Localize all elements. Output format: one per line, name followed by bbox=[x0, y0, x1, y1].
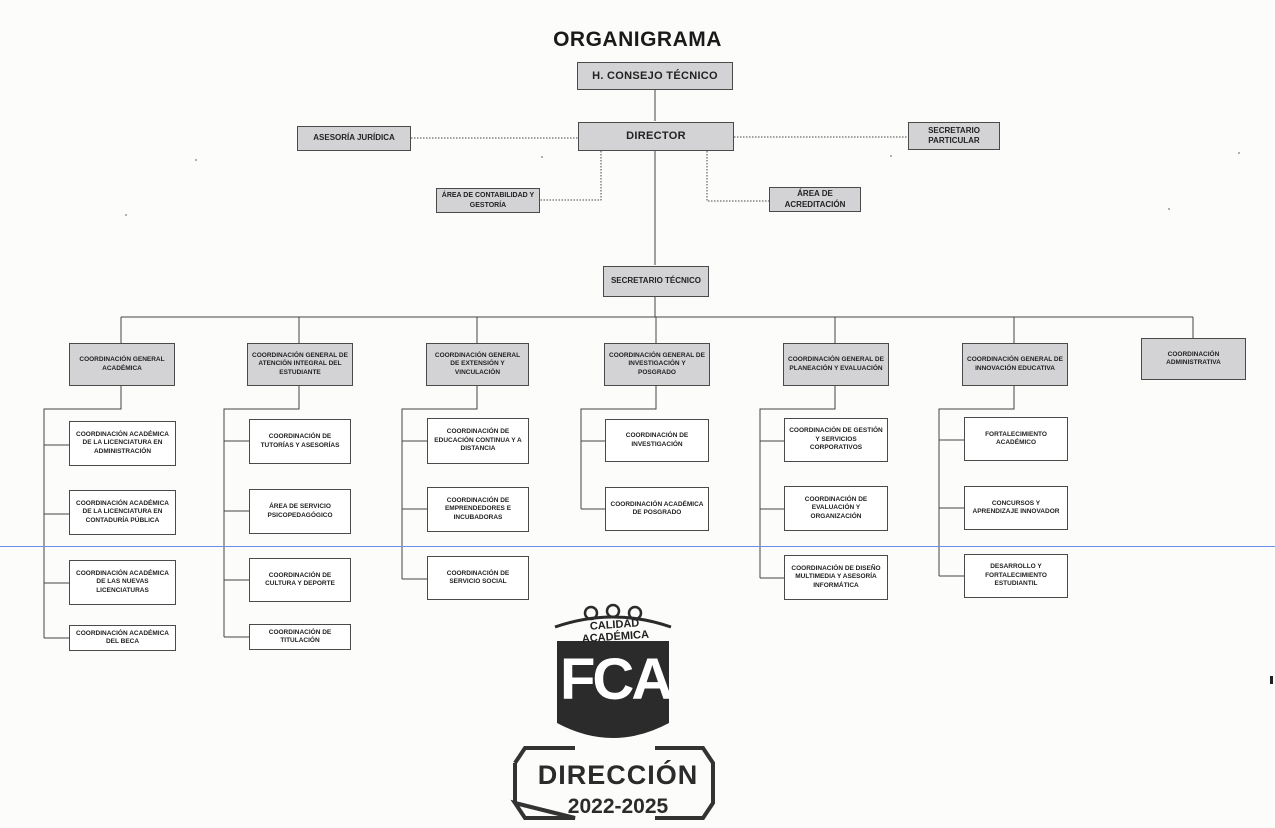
coord-titulacion: COORDINACIÓN DE TITULACIÓN bbox=[249, 624, 351, 650]
stamp-period: 2022-2025 bbox=[567, 795, 669, 818]
coord-nuevas-licenciaturas: COORDINACIÓN ACADÉMICA DE LAS NUEVAS LIC… bbox=[69, 560, 176, 605]
scan-speck bbox=[541, 156, 543, 158]
coord-general-atencion-integral: COORDINACIÓN GENERAL DE ATENCIÓN INTEGRA… bbox=[247, 343, 353, 386]
coord-tutorias: COORDINACIÓN DE TUTORÍAS Y ASESORÍAS bbox=[249, 419, 351, 464]
scan-mark bbox=[1270, 676, 1273, 684]
coord-general-investigacion-posgrado: COORDINACIÓN GENERAL DE INVESTIGACIÓN Y … bbox=[604, 343, 710, 386]
coord-gestion-servicios: COORDINACIÓN DE GESTIÓN Y SERVICIOS CORP… bbox=[784, 418, 888, 462]
fortalecimiento-academico: FORTALECIMIENTO ACADÉMICO bbox=[964, 417, 1068, 461]
desarrollo-fortalecimiento: DESARROLLO Y FORTALECIMIENTO ESTUDIANTIL bbox=[964, 554, 1068, 598]
coord-posgrado: COORDINACIÓN ACADÉMICA DE POSGRADO bbox=[605, 487, 709, 531]
scan-speck bbox=[1238, 152, 1240, 154]
coord-general-extension-vinculacion: COORDINACIÓN GENERAL DE EXTENSIÓN Y VINC… bbox=[426, 343, 529, 386]
fca-direccion-stamp bbox=[510, 603, 715, 820]
coord-lic-contaduria: COORDINACIÓN ACADÉMICA DE LA LICENCIATUR… bbox=[69, 490, 176, 535]
coord-general-academica: COORDINACIÓN GENERAL ACADÉMICA bbox=[69, 343, 175, 386]
consejo-tecnico-box: H. CONSEJO TÉCNICO bbox=[577, 62, 733, 90]
stamp-logo: FCA bbox=[560, 647, 673, 712]
coord-servicio-social: COORDINACIÓN DE SERVICIO SOCIAL bbox=[427, 556, 529, 600]
coord-investigacion: COORDINACIÓN DE INVESTIGACIÓN bbox=[605, 419, 709, 462]
coord-cultura-deporte: COORDINACIÓN DE CULTURA Y DEPORTE bbox=[249, 558, 351, 602]
director-box: DIRECTOR bbox=[578, 122, 734, 151]
coord-evaluacion-organizacion: COORDINACIÓN DE EVALUACIÓN Y ORGANIZACIÓ… bbox=[784, 486, 888, 531]
coord-general-innovacion-educativa: COORDINACIÓN GENERAL DE INNOVACIÓN EDUCA… bbox=[962, 343, 1068, 386]
asesoria-juridica-box: ASESORÍA JURÍDICA bbox=[297, 126, 411, 151]
scan-guide-line bbox=[0, 546, 1275, 547]
contabilidad-gestoria-box: ÁREA DE CONTABILIDAD Y GESTORÍA bbox=[436, 188, 540, 213]
coord-general-planeacion-evaluacion: COORDINACIÓN GENERAL DE PLANEACIÓN Y EVA… bbox=[783, 343, 889, 386]
acreditacion-box: ÁREA DE ACREDITACIÓN bbox=[769, 187, 861, 212]
chart-title: ORGANIGRAMA bbox=[553, 28, 722, 51]
scan-speck bbox=[890, 155, 892, 157]
concursos-aprendizaje: CONCURSOS Y APRENDIZAJE INNOVADOR bbox=[964, 486, 1068, 530]
scan-speck bbox=[125, 214, 127, 216]
coord-lic-administracion: COORDINACIÓN ACADÉMICA DE LA LICENCIATUR… bbox=[69, 421, 176, 466]
scan-speck bbox=[1168, 208, 1170, 210]
coord-administrativa: COORDINACIÓN ADMINISTRATIVA bbox=[1141, 338, 1246, 380]
secretario-particular-box: SECRETARIO PARTICULAR bbox=[908, 122, 1000, 150]
coord-educacion-continua: COORDINACIÓN DE EDUCACIÓN CONTINUA Y A D… bbox=[427, 418, 529, 464]
scan-speck bbox=[195, 159, 197, 161]
coord-emprendedores: COORDINACIÓN DE EMPRENDEDORES E INCUBADO… bbox=[427, 487, 529, 532]
secretario-tecnico-box: SECRETARIO TÉCNICO bbox=[603, 266, 709, 297]
stamp-office: DIRECCIÓN bbox=[537, 760, 699, 790]
area-psicopedagogico: ÁREA DE SERVICIO PSICOPEDAGÓGICO bbox=[249, 489, 351, 534]
coord-diseno-multimedia: COORDINACIÓN DE DISEÑO MULTIMEDIA Y ASES… bbox=[784, 555, 888, 600]
coord-beca: COORDINACIÓN ACADÉMICA DEL BECA bbox=[69, 625, 176, 651]
